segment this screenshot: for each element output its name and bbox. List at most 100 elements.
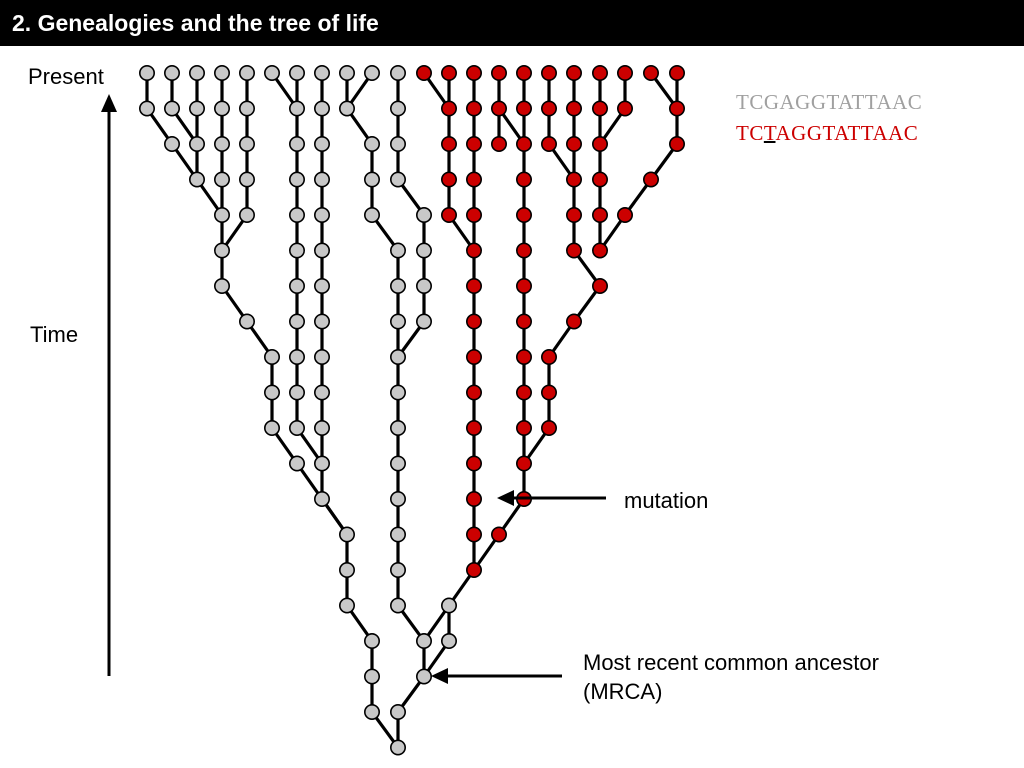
time-label: Time (30, 322, 79, 347)
ancestral-node (313, 100, 330, 117)
mutant-node (591, 100, 608, 117)
ancestral-node (214, 171, 231, 188)
mutant-sequence-changed-base: T (763, 121, 776, 145)
ancestral-node (288, 136, 305, 153)
mutant-node (515, 348, 532, 365)
ancestral-node (313, 171, 330, 188)
mutant-node (565, 313, 582, 330)
ancestral-node (214, 100, 231, 117)
ancestral-node (313, 207, 330, 224)
mutant-node (565, 65, 582, 82)
mutant-node (465, 384, 482, 401)
ancestral-node (389, 100, 406, 117)
mutant-node (540, 419, 557, 436)
mutant-node (668, 136, 685, 153)
ancestral-node (189, 171, 206, 188)
mutant-node (490, 65, 507, 82)
ancestral-node (288, 313, 305, 330)
ancestral-node (263, 384, 280, 401)
ancestral-node (288, 207, 305, 224)
ancestral-node (389, 561, 406, 578)
ancestral-node (363, 136, 380, 153)
slide-title: 2. Genealogies and the tree of life (0, 0, 1024, 46)
ancestral-node (288, 277, 305, 294)
mutant-node (591, 136, 608, 153)
ancestral-node (313, 277, 330, 294)
mutant-node (490, 526, 507, 543)
mutant-node (591, 207, 608, 224)
ancestral-node (389, 419, 406, 436)
mutant-node (515, 207, 532, 224)
mutant-node (440, 171, 457, 188)
ancestral-node (389, 703, 406, 720)
ancestral-node (415, 313, 432, 330)
ancestral-node (214, 277, 231, 294)
mutant-node (668, 100, 685, 117)
ancestral-node (363, 703, 380, 720)
mutant-node (591, 171, 608, 188)
mutant-node (616, 100, 633, 117)
mutant-node (668, 65, 685, 82)
mutant-sequence-suffix: AGGTATTAAC (775, 121, 919, 145)
ancestral-node (239, 171, 256, 188)
mutant-node (415, 65, 432, 82)
mutant-node (515, 65, 532, 82)
mutant-node (465, 136, 482, 153)
mutant-node (616, 65, 633, 82)
ancestral-node (214, 207, 231, 224)
ancestral-node (440, 632, 457, 649)
ancestral-node (313, 65, 330, 82)
mutant-node (440, 65, 457, 82)
ancestral-node (415, 277, 432, 294)
ancestral-node (338, 100, 355, 117)
mrca-label-line2: (MRCA) (583, 679, 663, 704)
mutant-node (591, 277, 608, 294)
mutant-node (540, 384, 557, 401)
mutant-node (642, 65, 659, 82)
mutant-node (591, 65, 608, 82)
ancestral-node (415, 242, 432, 259)
ancestral-node (363, 65, 380, 82)
ancestral-sequence: TCGAGGTATTAAC (736, 90, 923, 114)
ancestral-node (389, 597, 406, 614)
mutant-node (465, 242, 482, 259)
ancestral-node (363, 207, 380, 224)
ancestral-node (389, 171, 406, 188)
ancestral-node (239, 65, 256, 82)
mrca-label-line1: Most recent common ancestor (583, 650, 879, 675)
ancestral-node (389, 65, 406, 82)
ancestral-node (214, 242, 231, 259)
mutant-node (490, 136, 507, 153)
mutant-node (440, 207, 457, 224)
mutant-node (465, 65, 482, 82)
mutant-node (515, 242, 532, 259)
mutant-node (540, 348, 557, 365)
ancestral-node (189, 100, 206, 117)
ancestral-node (313, 490, 330, 507)
mutant-node (515, 171, 532, 188)
ancestral-node (139, 100, 156, 117)
mrca-arrow-head-icon (431, 668, 448, 684)
mutant-node (440, 100, 457, 117)
mutant-node (540, 100, 557, 117)
ancestral-node (239, 100, 256, 117)
ancestral-node (363, 171, 380, 188)
ancestral-node (313, 136, 330, 153)
mutant-node (465, 490, 482, 507)
ancestral-node (288, 455, 305, 472)
mutant-node (515, 100, 532, 117)
mutant-node (565, 136, 582, 153)
mutant-node (591, 242, 608, 259)
ancestral-node (288, 242, 305, 259)
ancestral-node (288, 384, 305, 401)
mutant-node (465, 526, 482, 543)
mutant-node (465, 419, 482, 436)
mutant-node (465, 207, 482, 224)
mutant-node (540, 65, 557, 82)
ancestral-node (363, 632, 380, 649)
ancestral-node (263, 65, 280, 82)
ancestral-node (313, 455, 330, 472)
ancestral-node (288, 100, 305, 117)
mutant-node (515, 419, 532, 436)
ancestral-node (389, 313, 406, 330)
